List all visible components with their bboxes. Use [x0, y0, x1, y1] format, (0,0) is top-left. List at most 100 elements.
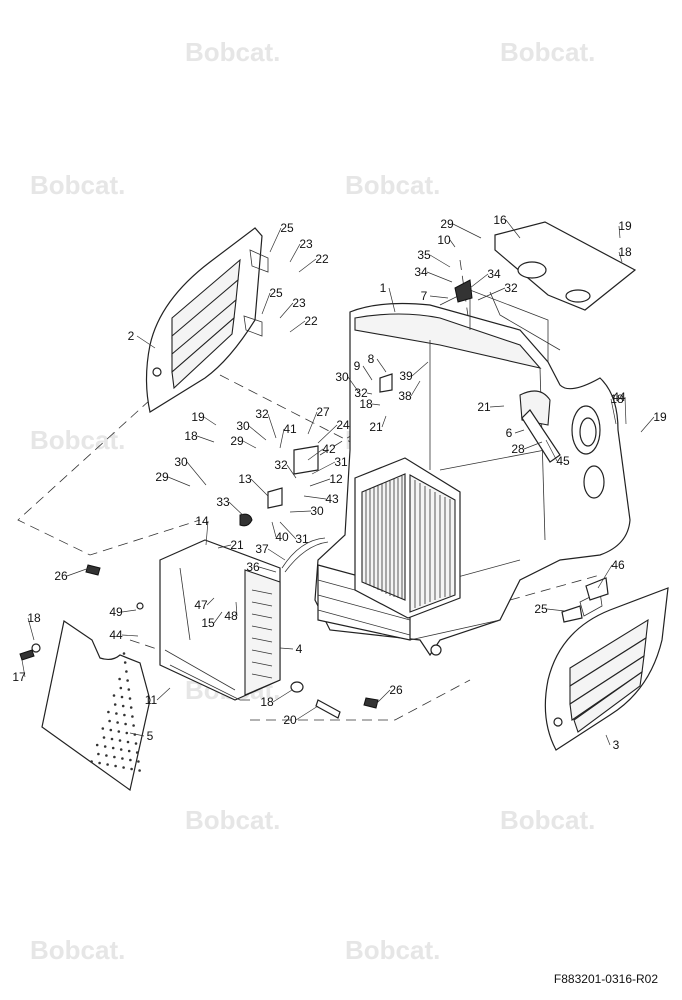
grille-hole	[132, 724, 135, 727]
callout-leader	[279, 302, 294, 319]
grille-hole	[131, 715, 134, 718]
radiator-core	[354, 457, 461, 619]
callout-leader	[205, 520, 209, 546]
callout-number: 31	[295, 532, 309, 546]
callout-leader	[311, 461, 336, 475]
grille-hole	[118, 677, 121, 681]
grille-hole	[124, 722, 127, 726]
callout-number: 2	[128, 329, 135, 343]
grille-hole	[129, 706, 133, 709]
callout-leader	[429, 295, 449, 299]
grille-hole	[116, 721, 119, 724]
callout-number: 27	[316, 405, 330, 419]
grille-hole	[114, 764, 117, 768]
grille-hole	[122, 766, 125, 769]
watermark-text: Bobcat.	[30, 170, 125, 200]
grille-hole	[118, 739, 122, 742]
callout-number: 19	[618, 219, 632, 233]
grille-hole	[90, 760, 93, 763]
callout-number: 25	[534, 602, 548, 616]
callout-leader	[624, 396, 627, 425]
callout-leader	[477, 287, 506, 301]
callout-number: 35	[417, 248, 431, 262]
grille-hole	[113, 703, 117, 706]
grille-hole	[103, 745, 107, 748]
grille-hole	[138, 769, 141, 772]
callout-leader	[167, 476, 191, 487]
callout-leader	[452, 223, 482, 239]
callout-leader	[388, 287, 396, 313]
watermark-text: Bobcat.	[345, 170, 440, 200]
callout-leader	[449, 239, 456, 248]
callout-number: 34	[487, 267, 501, 281]
grille-hole	[106, 763, 109, 766]
callout-leader	[271, 521, 277, 538]
grille-hole	[107, 710, 110, 714]
watermark-text: Bobcat.	[30, 425, 125, 455]
grille-hole	[111, 746, 115, 750]
callout-number: 14	[195, 514, 209, 528]
callout-number: 23	[299, 237, 313, 251]
callout-leader	[618, 251, 623, 263]
grille-hole	[95, 743, 99, 747]
callout-number: 15	[201, 616, 215, 630]
callout-number: 34	[414, 265, 428, 279]
callout-leader	[411, 361, 429, 377]
callout-number: 32	[354, 386, 368, 400]
callout-leader	[279, 647, 294, 650]
callout-number: 38	[398, 389, 412, 403]
grille-hole	[123, 661, 127, 664]
figure-code: F883201-0316-R02	[553, 972, 658, 986]
grille-hole	[119, 748, 123, 751]
callout-number: 18	[260, 695, 274, 709]
grille-hole	[108, 719, 111, 723]
callout-leader	[269, 227, 282, 253]
callout-number: 30	[174, 455, 188, 469]
grille-hole	[127, 688, 131, 691]
callout-number: 22	[315, 252, 329, 266]
grille-hole	[113, 755, 116, 759]
callout-leader	[505, 219, 521, 239]
grille-hole	[97, 752, 100, 756]
callout-leader	[258, 566, 277, 573]
grille-hole	[129, 758, 132, 762]
callout-leader	[272, 689, 293, 703]
callout-leader	[303, 495, 327, 500]
callout-number: 26	[54, 569, 68, 583]
callout-leader	[289, 320, 306, 333]
callout-number: 32	[274, 458, 288, 472]
grille-hole	[105, 754, 108, 757]
grille-hole	[110, 737, 114, 741]
callout-number: 48	[224, 609, 238, 623]
callout-leader	[203, 416, 217, 426]
callout-number: 42	[322, 442, 336, 456]
callout-leader	[605, 734, 611, 746]
grille-hole	[135, 751, 139, 754]
callout-number: 4	[296, 642, 303, 656]
watermark-text: Bobcat.	[500, 37, 595, 67]
callout-leader	[121, 634, 139, 637]
grille-hole	[130, 767, 133, 771]
callout-leader	[618, 225, 621, 239]
callout-leader	[597, 564, 613, 589]
callout-number: 3	[613, 738, 620, 752]
callout-number: 18	[184, 429, 198, 443]
callout-number: 39	[399, 369, 413, 383]
grille-hole	[109, 728, 113, 732]
callout-leader	[371, 403, 381, 406]
callout-number: 23	[292, 296, 306, 310]
grille-hole	[128, 697, 132, 700]
front-shroud	[159, 539, 281, 701]
callout-number: 47	[194, 598, 208, 612]
callout-number: 21	[230, 538, 244, 552]
grille-hole	[123, 713, 126, 717]
callout-number: 25	[280, 221, 294, 235]
callout-leader	[235, 601, 238, 617]
callout-leader	[250, 478, 269, 497]
callout-number: 30	[335, 370, 349, 384]
callout-leader	[217, 544, 232, 549]
callout-number: 44	[109, 628, 123, 642]
callout-number: 18	[610, 392, 624, 406]
callout-number: 22	[304, 314, 318, 328]
callout-leader	[248, 425, 267, 441]
